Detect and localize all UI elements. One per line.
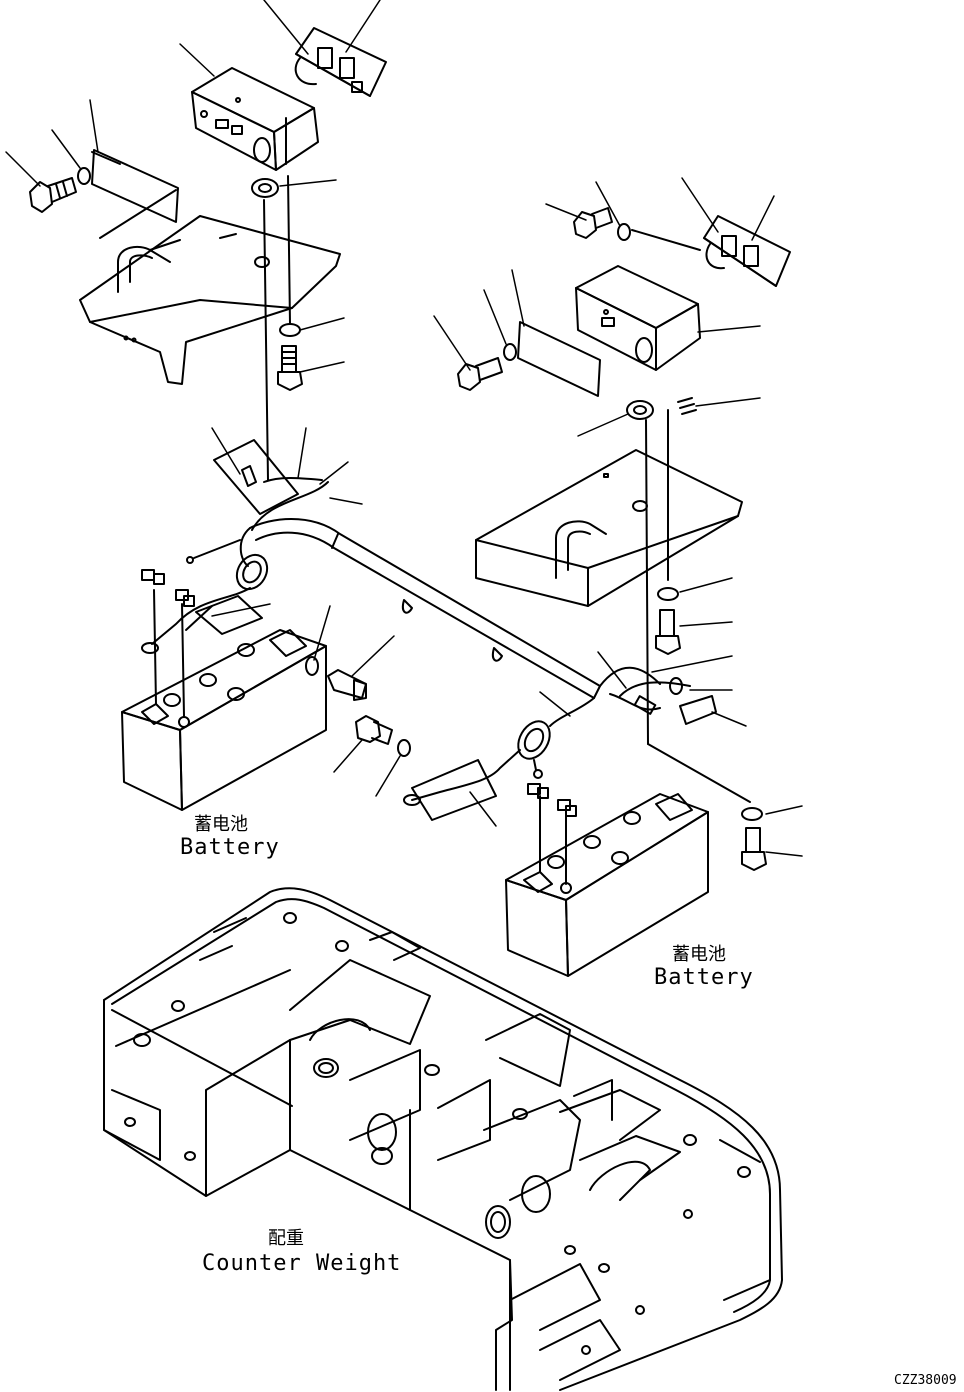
- right-battery: [505, 793, 709, 977]
- left-lower-washer: [279, 323, 301, 337]
- left-battery-terminals: [141, 569, 195, 607]
- left-harness-tag: [213, 439, 299, 515]
- center-bolt-lower: [355, 715, 411, 757]
- right-battery-cover: [475, 449, 743, 607]
- right-lower-washer-2: [741, 807, 763, 821]
- right-battery-terminals: [527, 783, 577, 817]
- left-bolt: [29, 177, 77, 213]
- right-harness-tag: [679, 695, 717, 725]
- right-relay-box: [575, 265, 701, 371]
- left-relay-assembly: [29, 27, 387, 481]
- left-cover-plate: [91, 149, 179, 223]
- left-battery-label-cn: 蓄电池: [194, 814, 248, 835]
- right-spring: [677, 397, 697, 415]
- right-connector: [703, 215, 791, 287]
- left-harness-tag2: [195, 595, 263, 635]
- left-lower-bolt: [277, 345, 303, 391]
- wire-harness: [141, 439, 717, 821]
- right-lower-washer-1: [657, 587, 679, 601]
- leader-lines: [5, 0, 803, 857]
- right-top-washer: [617, 223, 631, 241]
- right-cover-plate: [517, 321, 601, 397]
- right-lower-bolt-1: [655, 609, 681, 655]
- right-battery-label-cn: 蓄电池: [672, 944, 726, 965]
- left-relay-box: [191, 67, 319, 171]
- right-harness-tag2: [411, 759, 497, 821]
- left-battery-label-en: Battery: [180, 835, 280, 860]
- right-lower-bolt-2: [741, 827, 767, 871]
- left-connector: [294, 27, 387, 97]
- left-grommet: [251, 178, 279, 198]
- left-battery: [121, 589, 327, 811]
- left-battery-cover: [79, 215, 341, 385]
- counterweight-label-cn: 配重: [268, 1228, 304, 1249]
- right-relay-assembly: [457, 207, 791, 871]
- counter-weight: [103, 887, 783, 1391]
- right-top-bolt: [573, 207, 613, 239]
- right-battery-label-en: Battery: [654, 965, 754, 990]
- left-washer: [77, 167, 91, 185]
- center-bolt-upper: [305, 656, 367, 701]
- right-grommet: [626, 400, 654, 420]
- drawing-code: CZZ38009: [894, 1373, 957, 1388]
- counterweight-label-en: Counter Weight: [202, 1251, 401, 1276]
- right-mid-washer: [503, 343, 517, 361]
